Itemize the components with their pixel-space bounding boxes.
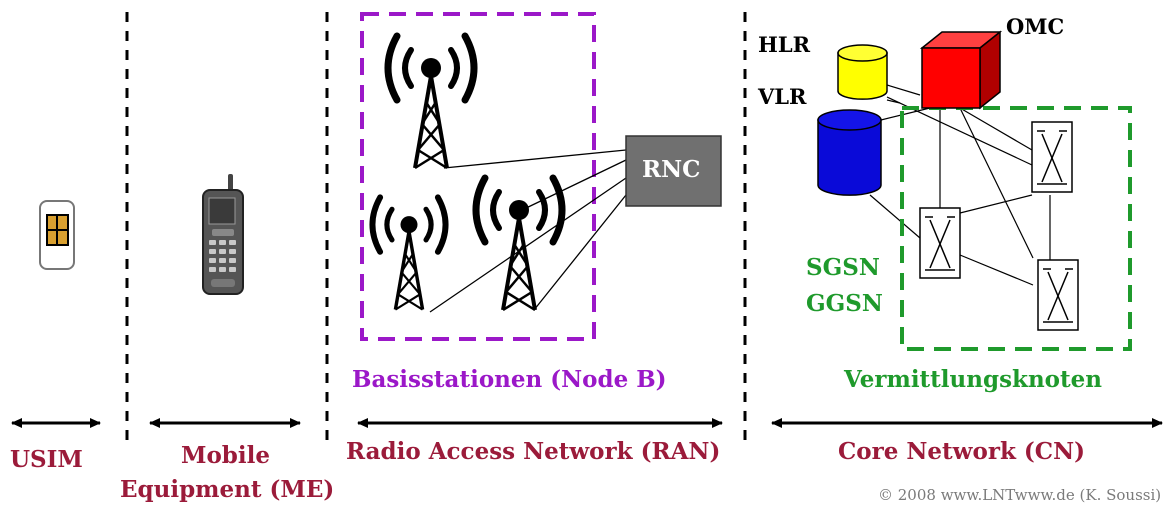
switch-node-icon-2 bbox=[919, 207, 961, 279]
me-section-label-line1: Mobile bbox=[181, 442, 270, 469]
node-b-group-box bbox=[360, 12, 596, 341]
omc-server-icon bbox=[919, 30, 1003, 110]
cn-section-label: Core Network (CN) bbox=[838, 438, 1085, 465]
me-section-label-line2: Equipment (ME) bbox=[120, 476, 335, 503]
switch-node-icon-3 bbox=[1037, 259, 1079, 331]
sgsn-label: SGSN bbox=[806, 254, 880, 281]
vlr-label: VLR bbox=[758, 84, 807, 109]
rnc-label: RNC bbox=[642, 156, 701, 183]
ran-section-label: Radio Access Network (RAN) bbox=[346, 438, 721, 465]
hlr-database-icon bbox=[837, 44, 888, 100]
rnc-box bbox=[625, 135, 722, 207]
node-b-caption: Basisstationen (Node B) bbox=[352, 366, 667, 393]
base-station-icon-2 bbox=[372, 197, 445, 309]
switching-node-group-box bbox=[900, 106, 1132, 351]
ran-links bbox=[429, 149, 627, 313]
hlr-label: HLR bbox=[758, 32, 811, 57]
copyright-note: © 2008 www.LNTwww.de (K. Soussi) bbox=[878, 486, 1162, 504]
omc-label: OMC bbox=[1006, 14, 1065, 39]
switch-node-icon-1 bbox=[1031, 121, 1073, 193]
ggsn-label: GGSN bbox=[806, 290, 883, 317]
usim-section-label: USIM bbox=[10, 446, 83, 473]
mobile-phone-icon bbox=[202, 174, 244, 295]
vlr-database-icon bbox=[817, 109, 882, 196]
base-station-icon-1 bbox=[388, 36, 474, 168]
switching-node-caption: Vermittlungsknoten bbox=[844, 366, 1102, 393]
usim-card-icon bbox=[39, 200, 75, 270]
